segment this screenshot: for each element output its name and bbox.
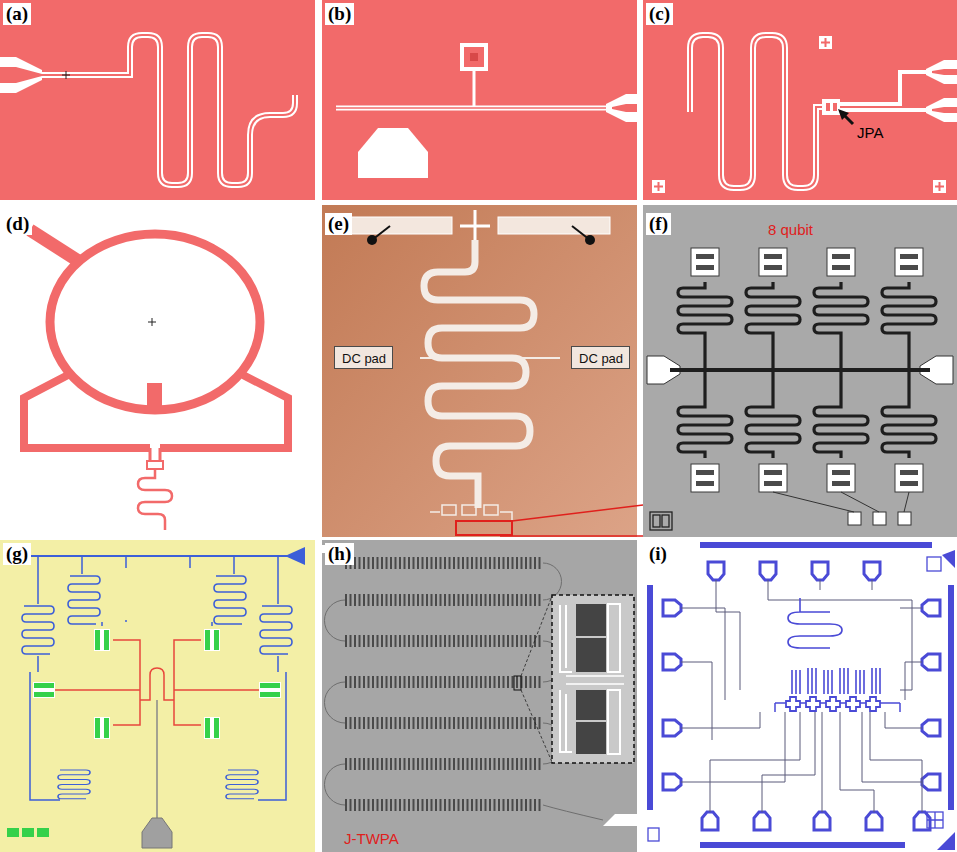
panel-label: (d) <box>3 213 32 235</box>
dc-pad-box: DC pad <box>334 346 393 369</box>
pad-label: DC pad <box>342 351 385 366</box>
panel-label: (h) <box>325 543 354 565</box>
panel-label: (i) <box>646 543 670 565</box>
panel-label: (f) <box>646 213 671 235</box>
chip-label: J-TWPA <box>344 830 399 847</box>
panel-label: (g) <box>3 543 31 565</box>
pad-label: DC pad <box>579 351 622 366</box>
chip-label: 8 qubit <box>768 221 813 238</box>
panel-label: (e) <box>325 213 352 235</box>
component-label: JPA <box>857 124 883 141</box>
panel-label: (b) <box>325 3 354 25</box>
panel-label: (c) <box>646 3 673 25</box>
dc-pad-box: DC pad <box>571 346 630 369</box>
panel-label: (a) <box>3 3 31 25</box>
